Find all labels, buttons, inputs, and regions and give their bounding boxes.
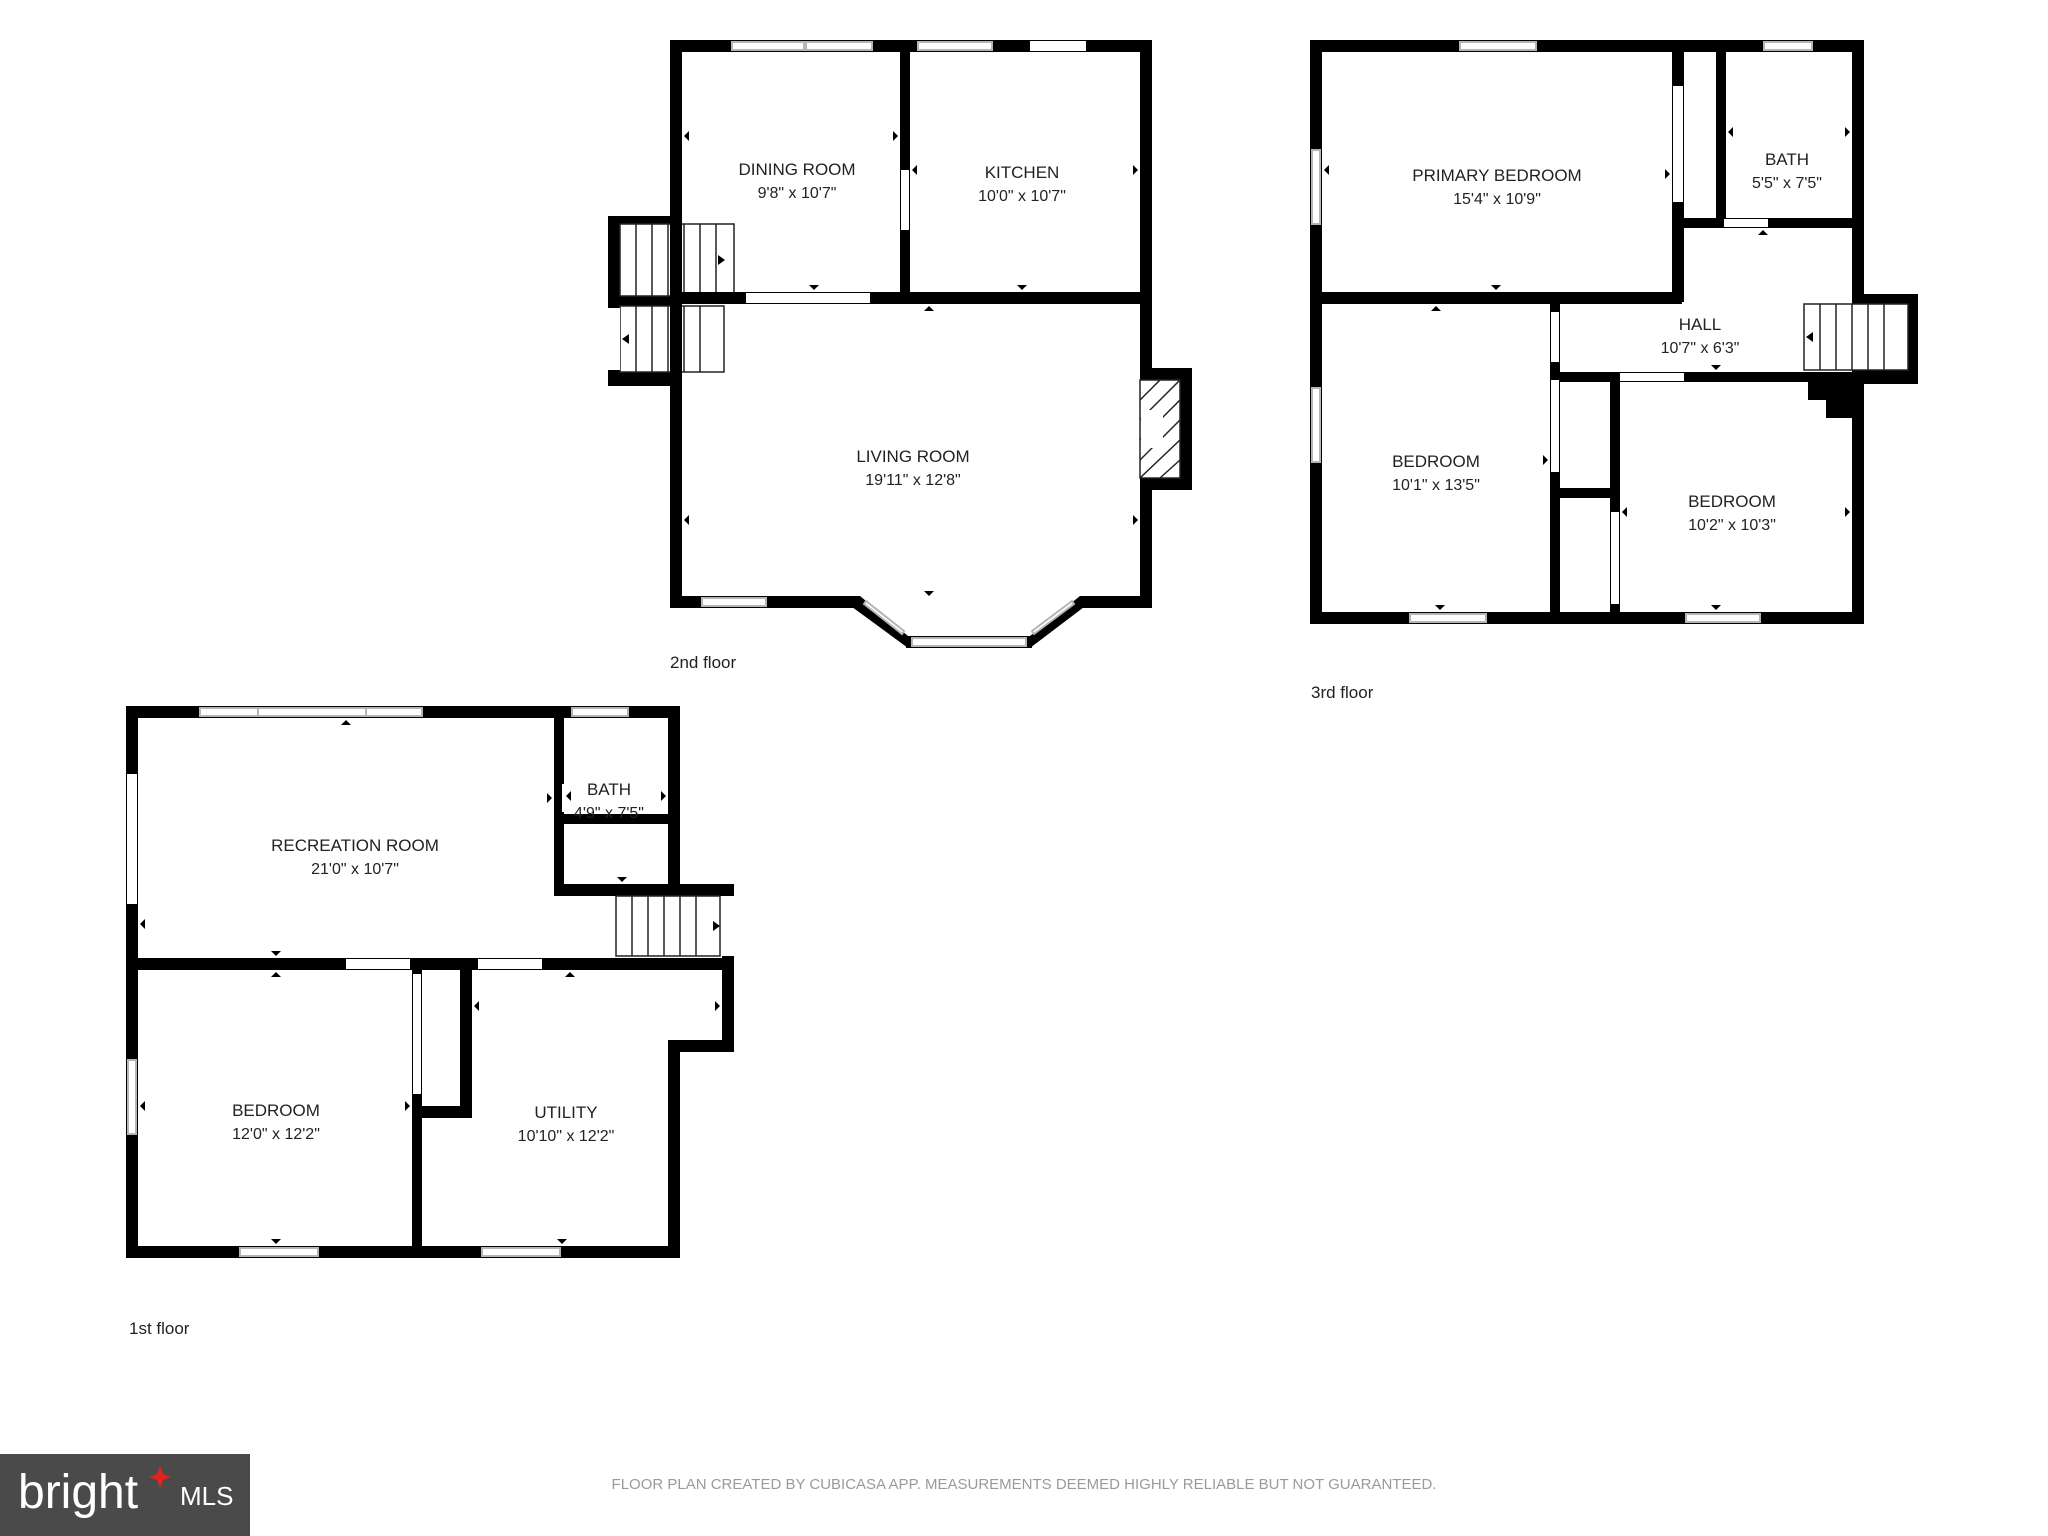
room-name-hall: HALL: [1679, 315, 1722, 334]
room-dims-primary-bedroom: 15'4" x 10'9": [1453, 191, 1541, 208]
logo-spark-icon: [149, 1466, 171, 1488]
logo-suffix-text: MLS: [180, 1481, 233, 1511]
logo-brand-text: bright: [18, 1466, 138, 1519]
room-dims-kitchen: 10'0" x 10'7": [978, 188, 1066, 205]
third-floor-plan: PRIMARY BEDROOM 15'4" x 10'9" BATH 5'5" …: [1310, 40, 1918, 702]
fireplace: [1139, 368, 1192, 490]
room-name-kitchen: KITCHEN: [985, 163, 1060, 182]
room-dims-dining: 9'8" x 10'7": [758, 185, 837, 202]
room-dims-first-bath: 4'9" x 7'5": [574, 805, 644, 822]
room-dims-bedroom-left: 10'1" x 13'5": [1392, 477, 1480, 494]
room-name-dining: DINING ROOM: [738, 160, 855, 179]
room-name-third-bath: BATH: [1765, 150, 1809, 169]
first-floor-plan: RECREATION ROOM 21'0" x 10'7" BATH 4'9" …: [126, 706, 734, 1338]
room-name-utility: UTILITY: [534, 1103, 597, 1122]
room-dims-first-bedroom: 12'0" x 12'2": [232, 1126, 320, 1143]
room-dims-recreation: 21'0" x 10'7": [311, 861, 399, 878]
first-floor-stairs: [554, 884, 734, 957]
room-name-recreation: RECREATION ROOM: [271, 836, 439, 855]
floor-label-first: 1st floor: [129, 1319, 190, 1338]
third-floor-stairs: [1803, 294, 1918, 384]
room-dims-third-bath: 5'5" x 7'5": [1752, 175, 1822, 192]
room-name-first-bath: BATH: [587, 780, 631, 799]
room-dims-bedroom-right: 10'2" x 10'3": [1688, 517, 1776, 534]
floor-label-third: 3rd floor: [1311, 683, 1374, 702]
bright-mls-logo: bright MLS: [0, 1454, 250, 1536]
room-dims-hall: 10'7" x 6'3": [1661, 340, 1740, 357]
second-floor-plan: DINING ROOM 9'8" x 10'7" KITCHEN 10'0" x…: [608, 40, 1192, 672]
room-name-first-bedroom: BEDROOM: [232, 1101, 320, 1120]
room-name-primary-bedroom: PRIMARY BEDROOM: [1412, 166, 1581, 185]
floor-label-second: 2nd floor: [670, 653, 736, 672]
room-dims-living: 19'11" x 12'8": [865, 472, 960, 489]
room-name-bedroom-left: BEDROOM: [1392, 452, 1480, 471]
room-name-living: LIVING ROOM: [856, 447, 969, 466]
footer-disclaimer: FLOOR PLAN CREATED BY CUBICASA APP. MEAS…: [612, 1476, 1437, 1493]
room-dims-utility: 10'10" x 12'2": [518, 1128, 615, 1145]
room-name-bedroom-right: BEDROOM: [1688, 492, 1776, 511]
